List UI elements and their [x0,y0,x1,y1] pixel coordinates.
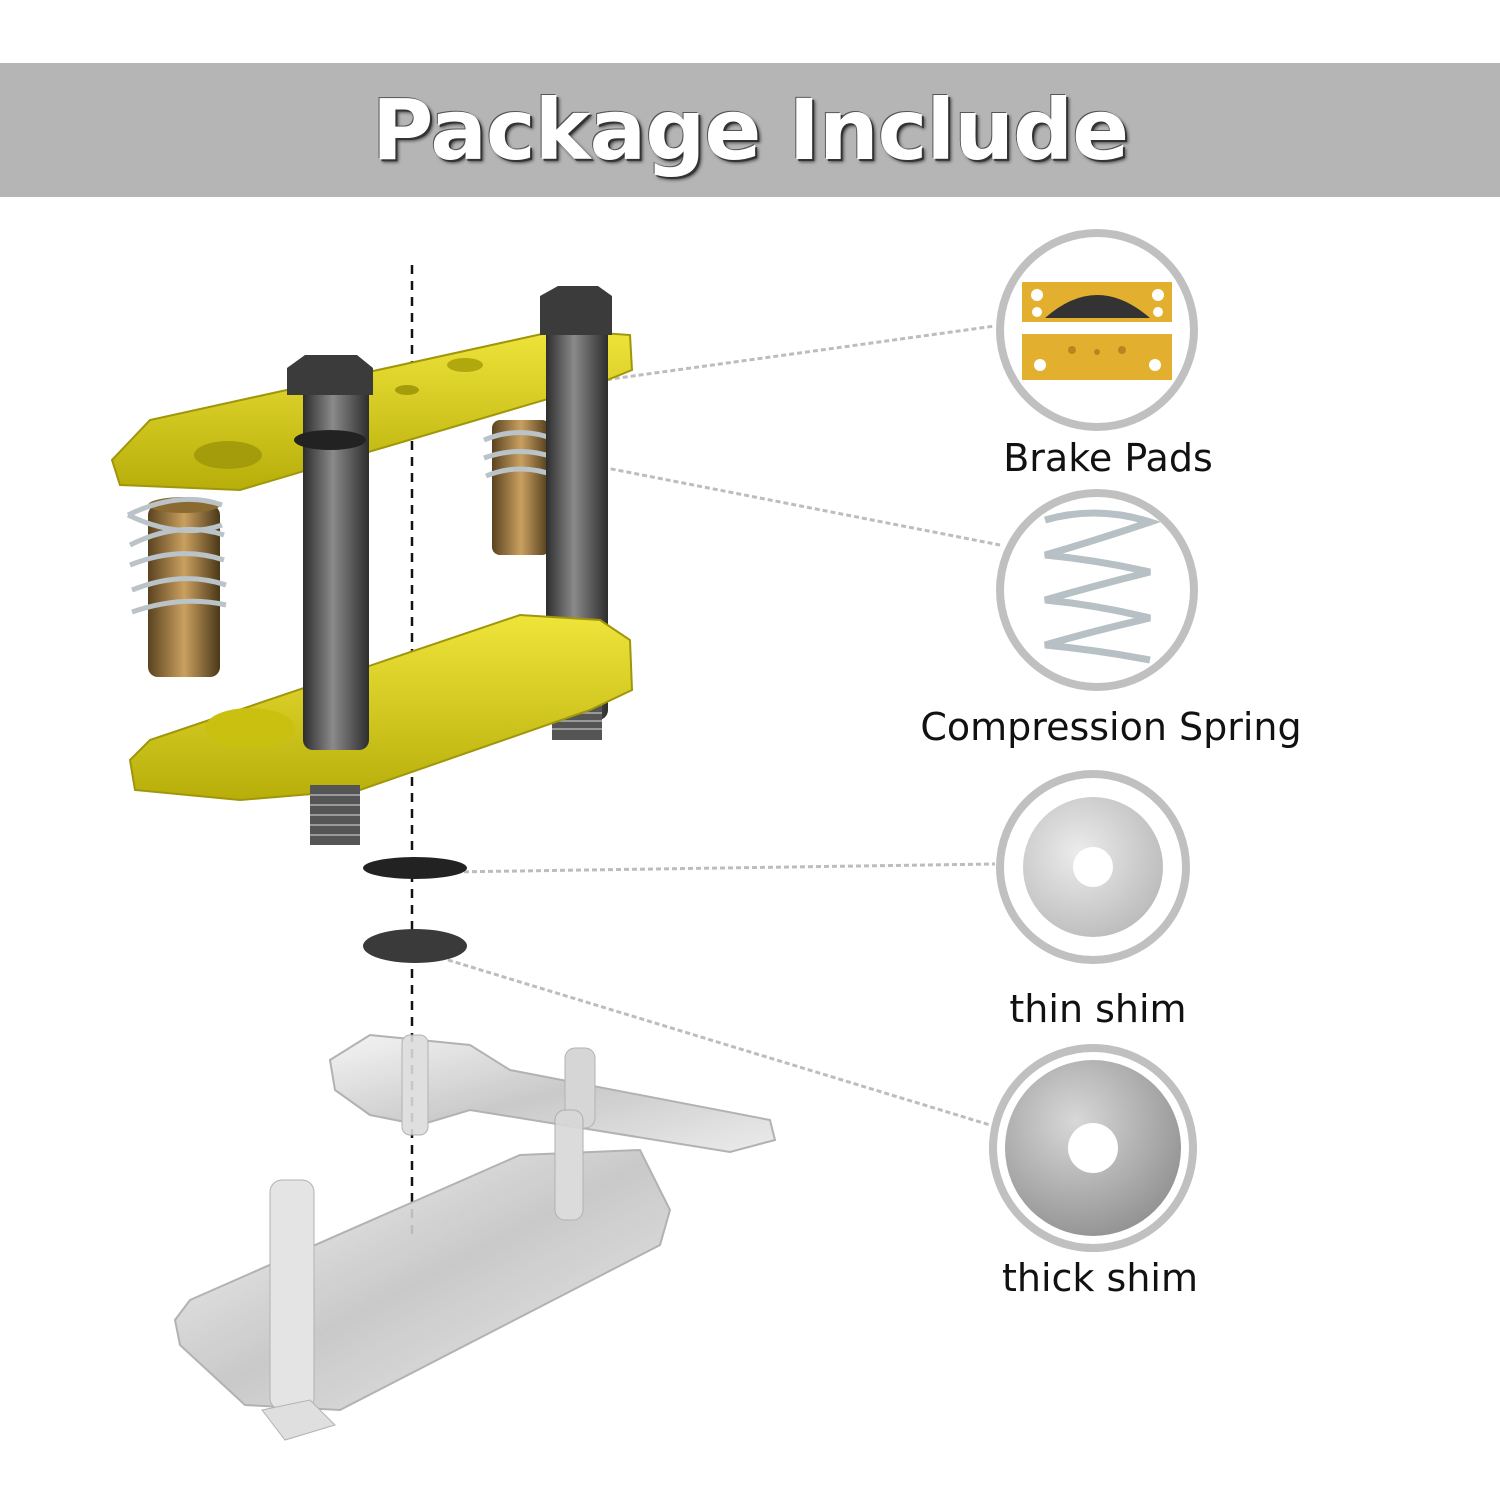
connector-line-spring [539,453,1001,547]
bottom-yellow-bracket [128,613,634,802]
item-label-brake-pads: Brake Pads [1003,436,1213,480]
connector-line-thick-shim [447,958,991,1127]
brake-pads-icon [996,229,1198,431]
header-banner: Package Include [0,63,1500,197]
item-label-thick-shim: thick shim [1002,1256,1198,1300]
left-spring-bushing [126,496,227,677]
connector-line-brake-pads [487,324,996,398]
rear-spring-bushing [483,420,557,555]
front-bolt [287,355,373,845]
item-label-compression-spring: Compression Spring [920,705,1302,749]
assembly-thin-shim [363,857,467,879]
item-label-thin-shim: thin shim [1009,987,1187,1031]
silver-base-plate [173,1109,672,1441]
top-yellow-bracket [110,328,634,492]
thin-shim-icon [996,770,1190,964]
page-title: Package Include [371,81,1129,179]
silver-lever-arm [328,1033,777,1154]
thick-shim-icon [989,1044,1197,1252]
assembly-thick-shim [363,929,467,963]
connector-line-thin-shim [447,862,996,874]
compression-spring-icon [996,489,1198,691]
